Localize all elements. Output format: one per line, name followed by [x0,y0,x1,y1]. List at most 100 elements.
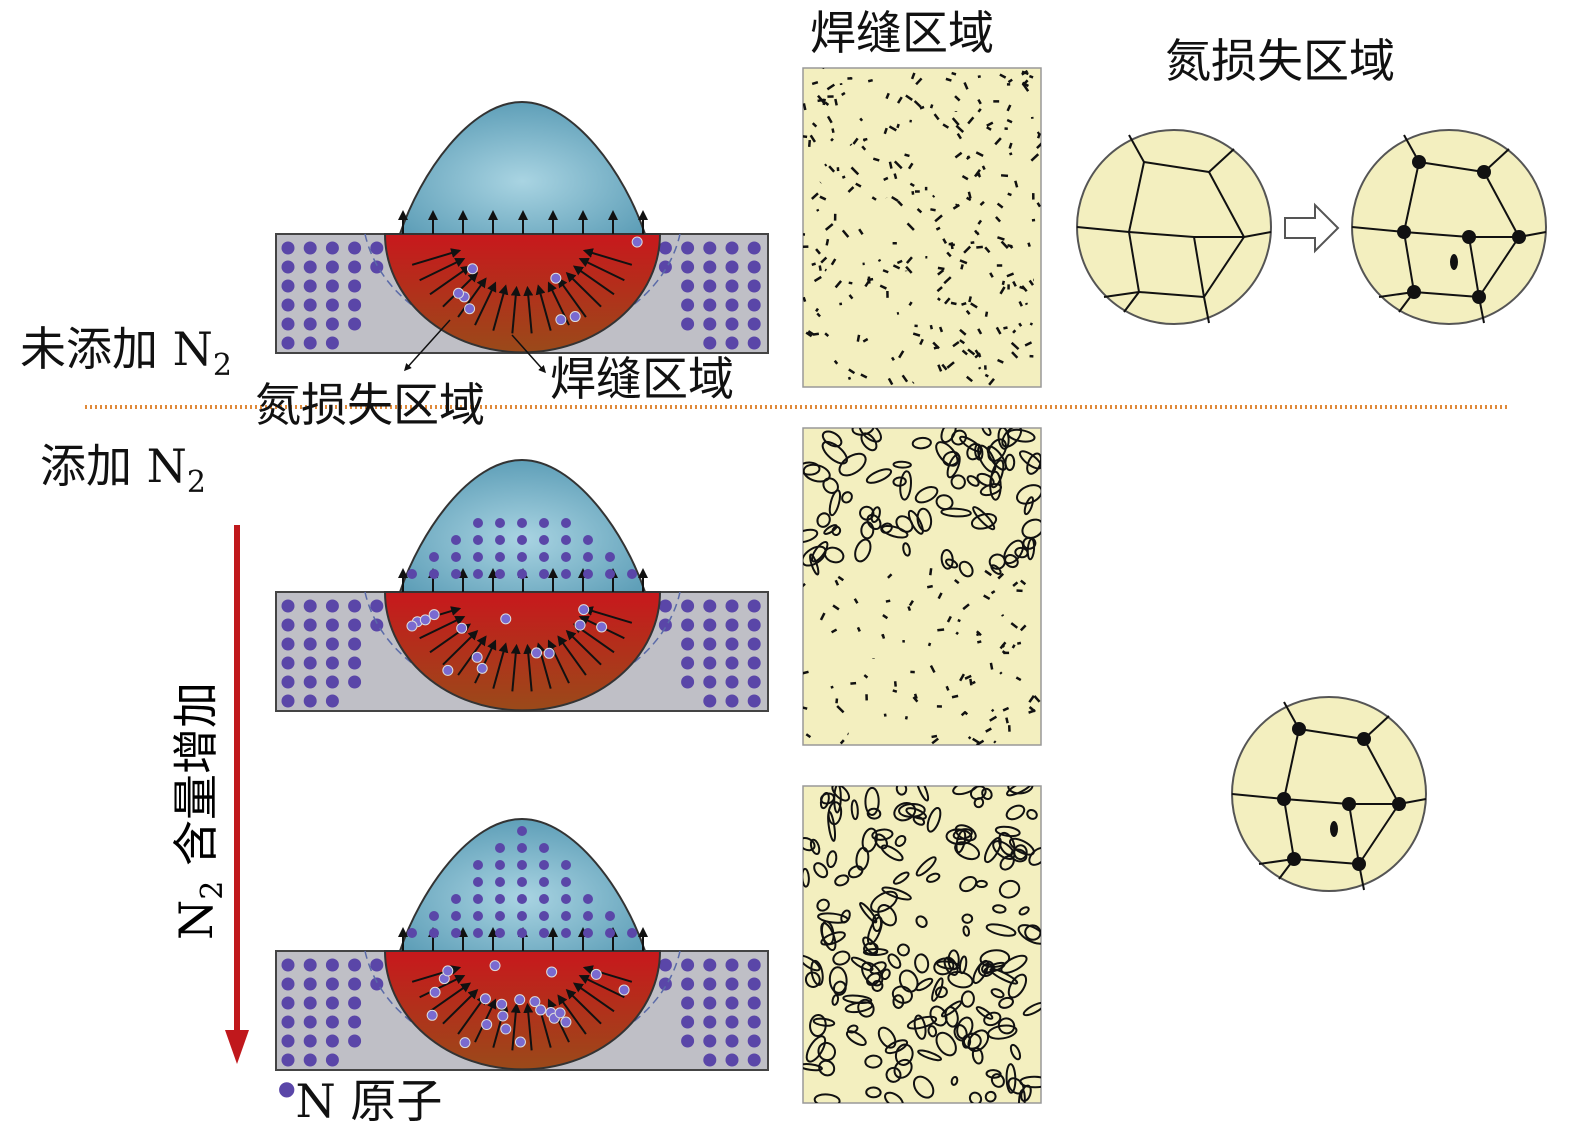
grain-boundary [1283,798,1350,805]
dendrite-segment [1007,244,1013,248]
dendrite-segment [994,137,1002,146]
n-atom-in-pool [569,311,581,323]
dendrite-segment [929,104,934,109]
n-atom [747,336,761,350]
n-atom-in-dome [517,826,527,836]
n-atom-in-pool [554,1007,566,1019]
dendrite-segment [811,80,819,86]
n-atom-in-dome [583,535,593,545]
n-atom [747,618,761,632]
dendrite-segment [1009,152,1013,156]
n2-increase-arrow-head-icon [225,1030,249,1064]
n-atom-in-dome [517,911,527,921]
grain-boundary [1208,148,1235,173]
dendrite-segment [965,309,971,315]
n-atom [747,1015,761,1029]
dendrite-segment [896,311,900,315]
dendrite-segment [968,296,972,303]
n-atom [281,279,295,293]
cell-boundary [946,453,961,479]
dendrite-segment [954,151,963,159]
dendrite-segment [896,259,903,265]
n-atom [725,1015,739,1029]
cell-boundary [821,430,843,448]
n-atom-in-dome [561,860,571,870]
grain-boundary [1348,803,1360,865]
cell-boundary [914,953,930,974]
n-atom-in-pool [456,622,468,634]
n-atom [348,675,362,689]
cell-boundary [884,1091,904,1103]
dendrite-segment [1002,706,1010,712]
cell-boundary [998,996,1014,1009]
cell-boundary [950,1075,959,1086]
n-atom-in-pool [426,1009,438,1021]
grain-boundary [1123,291,1140,313]
cell-boundary [933,957,955,976]
n-atom [303,656,317,670]
n-atom-in-pool [574,619,586,631]
dendrite-segment [860,373,868,379]
n-atom-in-dome [407,928,417,938]
dendrite-segment [850,681,857,685]
n-atom [303,996,317,1010]
dendrite-segment [901,374,909,383]
dendrite-segment [890,356,895,361]
n-atom [703,1053,717,1067]
dendrite-segment [888,161,893,169]
cell-boundary [810,959,824,986]
n-atom [725,958,739,972]
n-atom-in-dome [495,911,505,921]
cell-boundary [831,525,842,536]
cell-boundary [803,867,810,888]
n-atom-in-dome [495,535,505,545]
solidification-arrow [582,248,633,266]
cell-boundary [984,1090,997,1103]
grain-boundary [1128,161,1145,233]
n-atom [703,1034,717,1048]
grain-boundary [1403,161,1420,233]
dendrite-segment [820,256,828,264]
dendrite-segment [979,200,985,206]
dendrite-segment [892,689,898,693]
n-atom-in-dome [605,911,615,921]
dendrite-segment [951,71,957,76]
cell-boundary [1000,954,1028,974]
n-atom-in-dome [539,877,549,887]
dendrite-segment [973,168,981,178]
dendrite-segment [885,92,890,100]
dendrite-segment [858,228,864,235]
cell-boundary [1017,924,1041,945]
cell-boundary [847,865,864,879]
dendrite-segment [824,223,834,231]
dendrite-segment [945,77,952,82]
dendrite-segment [911,381,915,384]
dendrite-segment [933,113,940,121]
cell-boundary [898,969,919,993]
n-atom [725,996,739,1010]
n-atom-in-dome [583,911,593,921]
n-atom [747,599,761,613]
dendrite-segment [951,117,960,126]
dendrite-segment [977,328,983,335]
n-atom [747,260,761,274]
dendrite-segment [997,236,1005,241]
n-atom [303,1015,317,1029]
n-atom [303,241,317,255]
cell-boundary [819,791,830,810]
dendrite-segment [997,572,1005,580]
n-atom-in-pool [514,994,526,1006]
n-atom [325,336,339,350]
dendrite-segment [830,137,834,142]
n-atom [325,977,339,991]
nitrogen-loss-zone-label: 氮损失区域 [255,378,485,432]
dendrite-segment [824,268,827,272]
dendrite-segment [999,286,1006,295]
dendrite-segment [946,251,952,258]
dendrite-segment [1000,174,1009,178]
dendrite-segment [942,238,948,245]
n-atom [303,279,317,293]
n-atom [348,1034,362,1048]
n-atom-in-pool [500,1023,512,1035]
cell-boundary [958,560,974,578]
